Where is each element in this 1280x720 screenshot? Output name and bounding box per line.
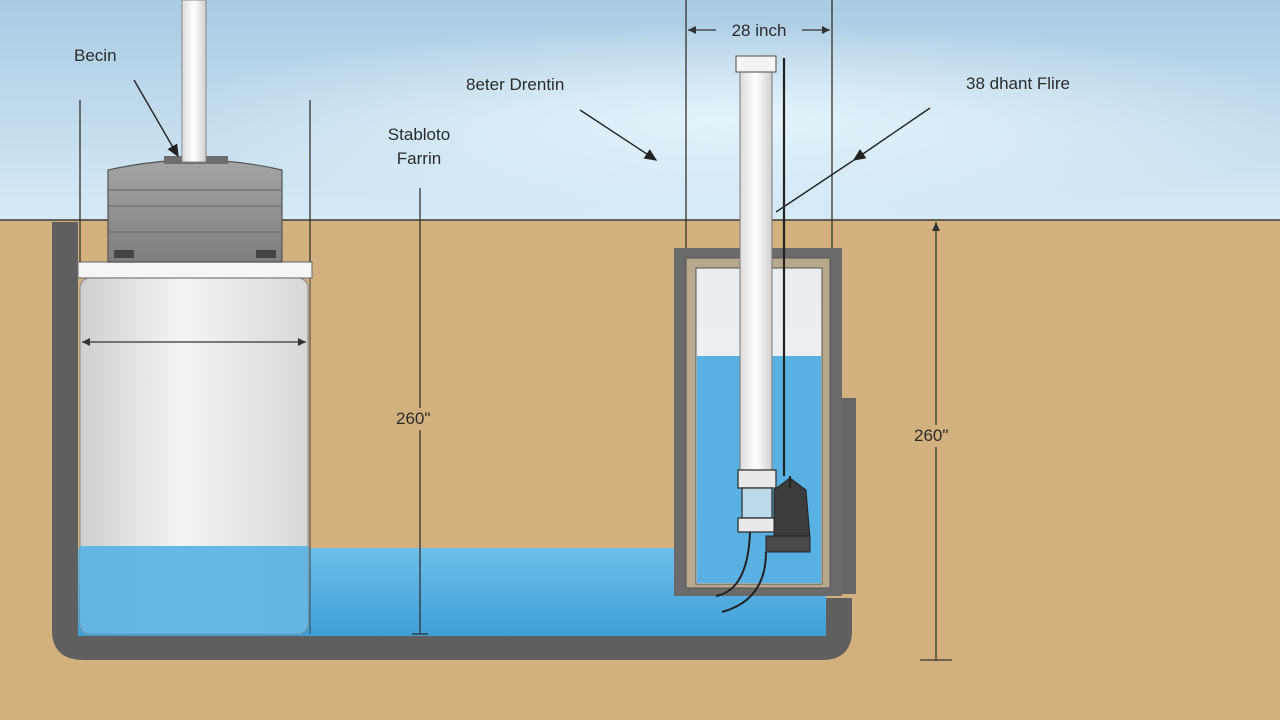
submersible-pump [773,477,811,539]
label-depth-left: 260" [396,408,431,430]
lid-vent [256,250,276,258]
label-basin: Becin [74,46,117,65]
check-valve [737,469,777,489]
pump-power-cable [721,551,767,613]
basin-leader-arrow [133,79,179,158]
dimension-arrow [932,222,940,231]
label-outlet: 8eter Drentin [466,75,565,94]
pipe-coupling [737,517,777,533]
pipe-coupling [741,487,773,519]
dimension-arrow [822,26,830,34]
pump-power-cable [715,531,751,597]
sump-pit-flange [842,398,856,594]
pipe-leader-line [775,159,855,213]
label-station-line2: Farrin [396,149,442,168]
basin-vent-pipe [181,0,207,163]
basin-lid [107,159,283,263]
pipe-leader-arrow [852,107,931,161]
label-pipe: 38 dhant Flire [966,74,1070,93]
pump-base [765,535,811,553]
label-depth-right: 260" [914,425,949,447]
discharge-pipe [739,61,773,481]
label-width-dimension: 28 inch [731,21,787,40]
dimension-arrow [298,338,306,346]
lid-vent [114,250,134,258]
basin-water [80,546,308,634]
label-station-line1: Stabloto [387,125,451,144]
dimension-arrow [688,26,696,34]
dimension-arrow [82,338,90,346]
discharge-pipe-cap [735,55,777,73]
outlet-leader-arrow [579,109,658,161]
basin-rim [77,261,313,279]
